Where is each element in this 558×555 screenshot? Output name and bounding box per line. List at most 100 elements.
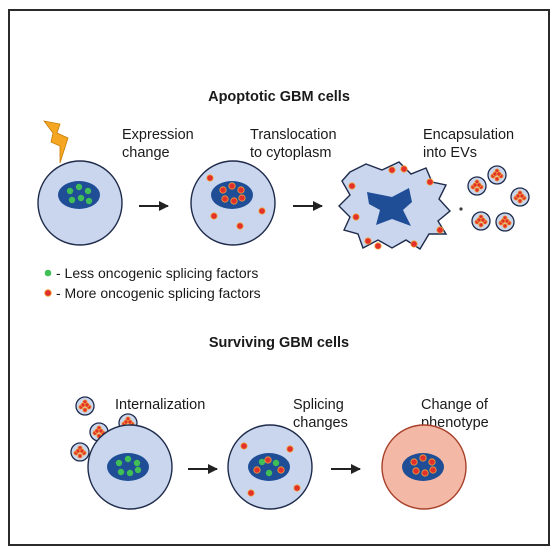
green-splicing-factor-dot: [126, 469, 134, 477]
red-splicing-factor-dot: [500, 218, 506, 224]
red-splicing-factor-dot: [240, 442, 248, 450]
red-splicing-factor-dot: [247, 489, 255, 497]
legend: - Less oncogenic splicing factors - More…: [44, 265, 261, 301]
red-splicing-factor-dot: [236, 222, 244, 230]
extracellular-vesicle: [467, 176, 487, 196]
red-splicing-factor-dot: [517, 198, 523, 204]
red-splicing-factor-dot: [374, 242, 382, 250]
nucleus: [248, 453, 290, 481]
surviving-cell-splicing-changed: [227, 424, 313, 510]
red-splicing-factor-dot: [258, 207, 266, 215]
legend-less-oncogenic: - Less oncogenic splicing factors: [56, 265, 258, 281]
red-splicing-factor-dot: [264, 456, 272, 464]
extracellular-vesicle: [510, 187, 530, 207]
surviving-cell-changed-phenotype: [381, 424, 467, 510]
fragmented-nucleus: [367, 188, 412, 226]
extracellular-vesicle: [75, 396, 95, 416]
red-splicing-factor-dot: [421, 469, 429, 477]
green-splicing-factor-dot: [85, 197, 93, 205]
red-splicing-factor-dot: [364, 237, 372, 245]
small-particle: [459, 207, 463, 211]
red-splicing-factor-dot: [75, 448, 81, 454]
red-splicing-factor-dot: [219, 186, 227, 194]
red-splicing-factor-dot: [410, 458, 418, 466]
nucleus: [107, 453, 149, 481]
green-splicing-factor-dot: [134, 466, 142, 474]
red-splicing-factor-dot: [474, 187, 480, 193]
red-splicing-factor-dot: [80, 402, 86, 408]
lightning-icon: [43, 120, 69, 164]
red-splicing-factor-dot: [428, 458, 436, 466]
red-splicing-factor-dot: [478, 222, 484, 228]
red-splicing-factor-dot: [492, 171, 498, 177]
expression-change-label: Expression change: [122, 127, 198, 161]
red-splicing-factor-dot: [286, 445, 294, 453]
red-splicing-factor-dot: [352, 213, 360, 221]
red-splicing-factor-dot: [400, 165, 408, 173]
red-splicing-factor-dot: [429, 466, 437, 474]
red-splicing-factor-dot: [476, 217, 482, 223]
red-splicing-factor-dot: [412, 467, 420, 475]
red-splicing-factor-dot: [206, 174, 214, 182]
green-splicing-factor-dot: [115, 459, 123, 467]
red-splicing-factor-dot: [480, 217, 486, 223]
red-splicing-factor-dot: [419, 454, 427, 462]
red-splicing-factor-dot: [82, 407, 88, 413]
apoptotic-cell-fragmenting: [338, 161, 452, 250]
apoptotic-section-title: Apoptotic GBM cells: [208, 89, 350, 105]
legend-more-oncogenic: - More oncogenic splicing factors: [56, 285, 261, 301]
extracellular-vesicle: [471, 211, 491, 231]
incoming-vesicles: [70, 396, 138, 462]
red-splicing-factor-dot: [84, 402, 90, 408]
green-splicing-factor-dot: [77, 194, 85, 202]
red-splicing-factor-dot: [221, 195, 229, 203]
red-splicing-factor-dot: [504, 218, 510, 224]
red-splicing-factor-dot: [388, 166, 396, 174]
green-splicing-factor-dot: [68, 196, 76, 204]
translocation-label: Translocation to cytoplasm: [250, 127, 341, 161]
red-splicing-factor-dot: [253, 466, 261, 474]
red-splicing-factor-dot: [123, 419, 129, 425]
legend-red-dot: [44, 289, 52, 297]
green-splicing-factor-dot: [66, 187, 74, 195]
red-splicing-factor-dot: [277, 466, 285, 474]
apoptotic-cell-initial: [37, 160, 123, 246]
red-splicing-factor-dot: [79, 448, 85, 454]
apoptotic-cell-expression-changed: [190, 160, 276, 246]
surviving-section-title: Surviving GBM cells: [209, 335, 349, 351]
red-splicing-factor-dot: [519, 193, 525, 199]
red-splicing-factor-dot: [228, 182, 236, 190]
internalization-label: Internalization: [115, 397, 205, 413]
green-splicing-factor-dot: [124, 455, 132, 463]
splicing-changes-label: Splicing changes: [293, 397, 348, 431]
red-splicing-factor-dot: [494, 176, 500, 182]
green-splicing-factor-dot: [272, 459, 280, 467]
legend-green-dot: [44, 269, 52, 277]
red-splicing-factor-dot: [210, 212, 218, 220]
red-splicing-factor-dot: [293, 484, 301, 492]
green-splicing-factor-dot: [75, 183, 83, 191]
red-splicing-factor-dot: [127, 419, 133, 425]
red-splicing-factor-dot: [77, 453, 83, 459]
red-splicing-factor-dot: [238, 194, 246, 202]
red-splicing-factor-dot: [496, 171, 502, 177]
red-splicing-factor-dot: [348, 182, 356, 190]
green-splicing-factor-dot: [258, 458, 266, 466]
red-splicing-factor-dot: [237, 186, 245, 194]
red-splicing-factor-dot: [94, 428, 100, 434]
encapsulation-label: Encapsulation into EVs: [423, 127, 518, 161]
extracellular-vesicle: [487, 165, 507, 185]
red-splicing-factor-dot: [515, 193, 521, 199]
green-splicing-factor-dot: [117, 468, 125, 476]
extracellular-vesicle: [495, 212, 515, 232]
red-splicing-factor-dot: [230, 197, 238, 205]
surviving-cell-internalizing: [87, 424, 173, 510]
red-splicing-factor-dot: [98, 428, 104, 434]
extracellular-vesicles: [467, 165, 530, 232]
red-splicing-factor-dot: [502, 223, 508, 229]
green-splicing-factor-dot: [133, 459, 141, 467]
extracellular-vesicle: [70, 442, 90, 462]
red-splicing-factor-dot: [410, 240, 418, 248]
green-splicing-factor-dot: [265, 469, 273, 477]
